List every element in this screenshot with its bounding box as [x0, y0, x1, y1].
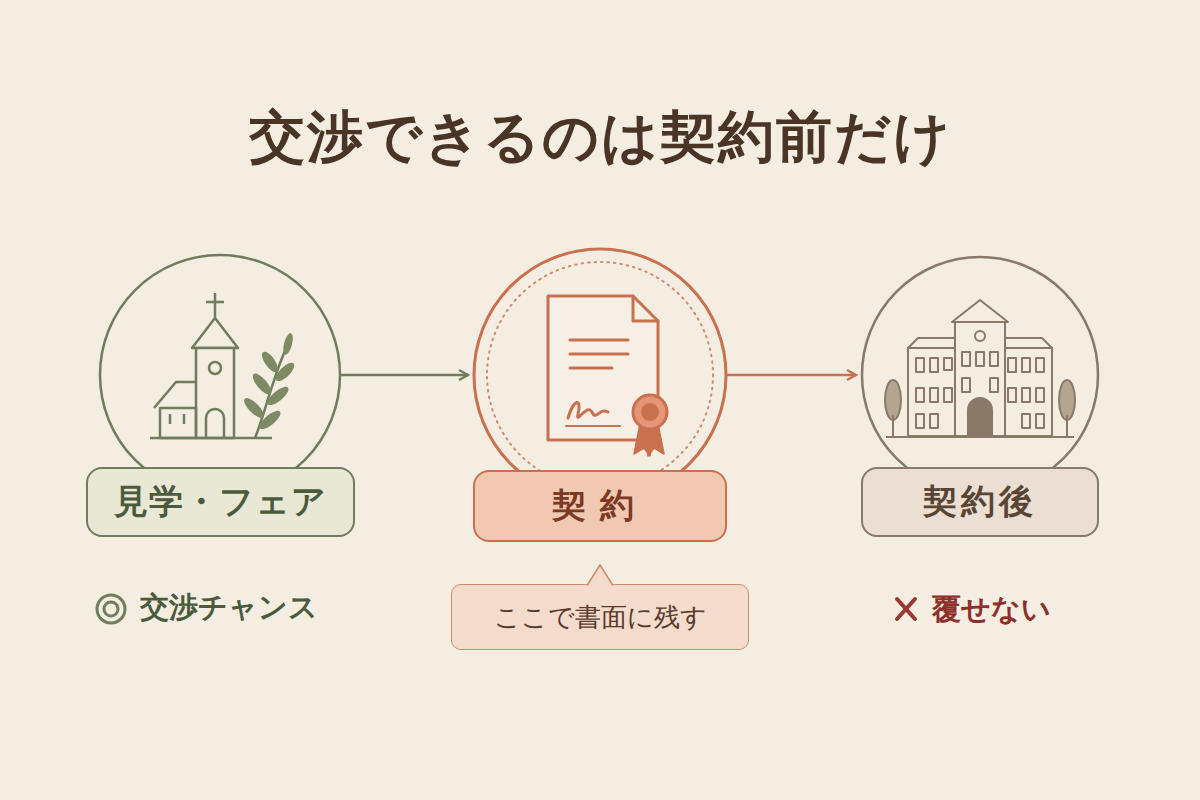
- tree-icons-part: [1059, 380, 1075, 420]
- building-icon-part: [968, 398, 992, 436]
- church-icon-part: [169, 414, 172, 424]
- church-icon-part: [150, 437, 272, 440]
- stage-label: 契約: [473, 470, 727, 542]
- warning-note: 覆せない: [932, 590, 1051, 630]
- olive-leaves: [241, 332, 297, 432]
- building-icon-part: [990, 352, 998, 366]
- building-icon-part: [976, 352, 984, 366]
- building-icon-part: [908, 348, 958, 436]
- church-icon-part: [214, 293, 217, 318]
- building-icon-part: [930, 414, 938, 428]
- building-icon-part: [1036, 388, 1044, 402]
- contract-icon-part: [568, 402, 608, 418]
- cross-mark-part: [897, 599, 915, 619]
- flow-arrow: [341, 374, 468, 377]
- callout-tail: [585, 563, 615, 587]
- building-icon-part: [930, 358, 938, 372]
- contract-icon-part: [633, 395, 667, 429]
- double-circle-mark-part: [104, 602, 118, 616]
- building-icon-part: [944, 358, 952, 370]
- chance-note: 交渉チャンス: [140, 588, 318, 628]
- church-icon-part: [196, 348, 234, 438]
- building-icon-part: [1022, 358, 1030, 372]
- building-icon-part: [1022, 388, 1030, 402]
- church-icon-part: [183, 414, 186, 424]
- contract-icon-part: [633, 296, 658, 321]
- building-icon-part: [975, 331, 985, 341]
- stage-circle: [862, 257, 1098, 493]
- building-icon-part: [1036, 358, 1044, 372]
- building-icon-part: [990, 378, 998, 392]
- callout-tail-edge: [587, 565, 613, 586]
- tree-icons-part: [885, 380, 901, 420]
- callout-box: ここで書面に残す: [451, 584, 749, 650]
- building-icon-part: [916, 388, 924, 402]
- building-icon-part: [1002, 338, 1052, 348]
- building-icon-part: [952, 300, 1008, 322]
- building-icon-part: [1008, 358, 1016, 372]
- building-icon-part: [916, 414, 924, 428]
- diagram-title: 交渉できるのは契約前だけ: [0, 100, 1200, 176]
- callout-tail-fill: [587, 565, 613, 587]
- contract-icon-part: [570, 353, 628, 356]
- building-icon-part: [930, 388, 938, 402]
- stage-node: 契約: [460, 235, 740, 542]
- building-icon: [886, 300, 1074, 437]
- double-circle-mark-part: [97, 595, 125, 623]
- building-icon-part: [955, 322, 1005, 436]
- flow-arrow: [727, 374, 856, 377]
- stage-label: 見学・フェア: [86, 467, 355, 537]
- church-icon-part: [192, 318, 238, 348]
- church-icon: [150, 293, 287, 438]
- olive-leaves-part: [241, 395, 266, 420]
- contract-icon: [487, 262, 713, 488]
- olive-leaves-part: [259, 349, 281, 374]
- contract-icon-part: [641, 403, 659, 421]
- cross-mark: [897, 599, 915, 619]
- church-icon-part: [206, 301, 224, 304]
- stage-label: 契約後: [861, 467, 1099, 537]
- tree-icons: [885, 380, 1075, 437]
- building-icon-part: [916, 358, 924, 372]
- building-icon-part: [962, 352, 970, 366]
- olive-leaves-part: [250, 371, 274, 397]
- church-icon-part: [206, 409, 224, 438]
- church-icon-part: [209, 362, 221, 374]
- stage-node: 見学・フェア: [86, 241, 354, 537]
- building-icon-part: [1022, 414, 1030, 428]
- church-icon-part: [154, 382, 196, 408]
- stage-circle: [100, 255, 340, 495]
- building-icon-part: [886, 436, 1074, 438]
- cross-mark-part: [897, 599, 915, 619]
- contract-icon-part: [570, 367, 612, 370]
- building-icon-part: [1036, 414, 1044, 428]
- contract-icon-part: [487, 262, 713, 488]
- building-icon-part: [908, 338, 958, 348]
- olive-leaves-part: [281, 332, 294, 355]
- tree-icons-part: [892, 415, 894, 437]
- building-icon-part: [962, 378, 970, 392]
- building-icon-part: [1002, 348, 1052, 436]
- double-circle-mark: [97, 595, 125, 623]
- building-icon-part: [944, 388, 952, 402]
- callout-text: ここで書面に残す: [451, 584, 749, 650]
- contract-icon-part: [570, 339, 628, 342]
- stage-node: 契約後: [848, 243, 1112, 537]
- stage-circle: [474, 249, 726, 501]
- tree-icons-part: [1066, 415, 1068, 437]
- contract-icon-part: [566, 425, 620, 427]
- building-icon-part: [1008, 388, 1016, 402]
- church-icon-part: [160, 408, 196, 438]
